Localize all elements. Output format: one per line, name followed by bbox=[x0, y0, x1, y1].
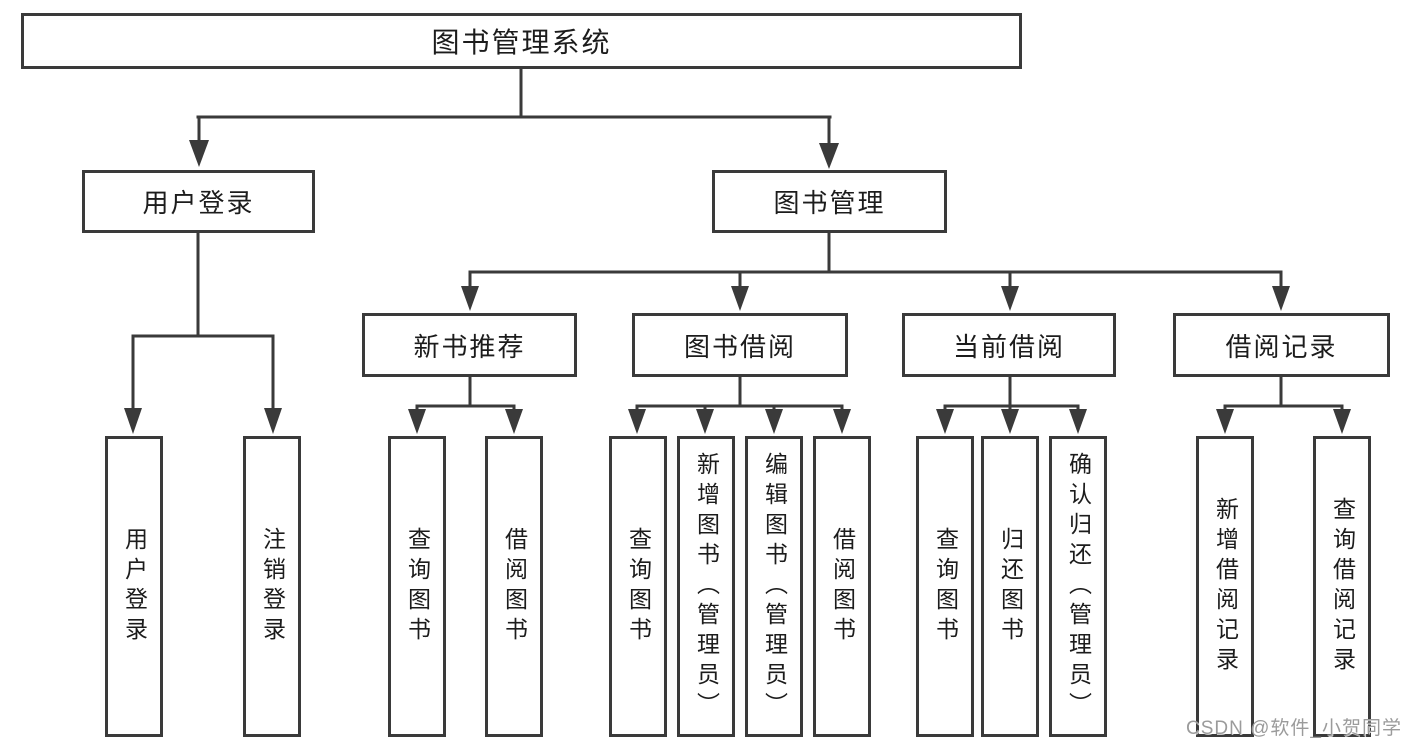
connector-current-to-leaves bbox=[943, 375, 1080, 412]
node-new-book-recommendation: 新书推荐 bbox=[362, 313, 577, 377]
node-label: 归还图书 bbox=[997, 526, 1024, 647]
node-label: 新书推荐 bbox=[413, 331, 526, 362]
arrowhead bbox=[936, 409, 954, 434]
leaf-add-borrow-record: 新增借阅记录 bbox=[1196, 436, 1254, 737]
leaf-edit-books-admin: 编辑图书（管理员） bbox=[745, 436, 803, 737]
node-label: 查询借阅记录 bbox=[1329, 496, 1356, 677]
arrowhead bbox=[1069, 409, 1087, 434]
node-book-borrowing: 图书借阅 bbox=[632, 313, 848, 377]
node-label: 借阅记录 bbox=[1225, 331, 1338, 362]
node-label: 确认归还（管理员） bbox=[1065, 451, 1092, 722]
csdn-watermark: CSDN @软件_小贺同学 bbox=[1186, 718, 1402, 739]
node-library-management-system: 图书管理系统 bbox=[21, 13, 1022, 69]
node-label: 当前借阅 bbox=[952, 331, 1065, 362]
node-label: 图书管理系统 bbox=[431, 27, 612, 58]
leaf-logout: 注销登录 bbox=[243, 436, 301, 737]
node-label: 查询图书 bbox=[404, 526, 431, 647]
node-label: 新增借阅记录 bbox=[1212, 496, 1239, 677]
arrowhead bbox=[1001, 286, 1019, 311]
arrowhead bbox=[1272, 286, 1290, 311]
node-borrowing-records: 借阅记录 bbox=[1173, 313, 1390, 377]
connector-root-to-level2 bbox=[196, 67, 832, 147]
arrowhead bbox=[505, 409, 523, 434]
leaf-borrow-books-recommend: 借阅图书 bbox=[485, 436, 543, 737]
connector-borrow-to-leaves bbox=[635, 375, 844, 412]
connector-records-to-leaves bbox=[1223, 375, 1344, 412]
node-user-login: 用户登录 bbox=[82, 170, 315, 233]
arrowhead bbox=[696, 409, 714, 434]
node-label: 新增图书（管理员） bbox=[693, 451, 720, 722]
node-label: 借阅图书 bbox=[501, 526, 528, 647]
node-label: 图书管理 bbox=[773, 188, 886, 218]
arrowhead bbox=[1216, 409, 1234, 434]
leaf-confirm-return-admin: 确认归还（管理员） bbox=[1049, 436, 1107, 737]
node-label: 编辑图书（管理员） bbox=[761, 451, 788, 722]
arrowhead bbox=[264, 408, 282, 434]
node-label: 用户登录 bbox=[142, 188, 255, 218]
leaf-query-books-current: 查询图书 bbox=[916, 436, 974, 737]
arrowheads bbox=[124, 140, 1351, 434]
arrowhead bbox=[124, 408, 142, 434]
connector-userlogin-to-leaves bbox=[131, 231, 275, 411]
leaf-query-borrow-record: 查询借阅记录 bbox=[1313, 436, 1371, 737]
arrowhead bbox=[408, 409, 426, 434]
connector-bookmgmt-to-level3 bbox=[468, 231, 1283, 289]
arrowhead bbox=[628, 409, 646, 434]
arrowhead bbox=[819, 143, 839, 169]
arrowhead bbox=[1001, 409, 1019, 434]
arrowhead bbox=[833, 409, 851, 434]
leaf-query-books-borrow: 查询图书 bbox=[609, 436, 667, 737]
leaf-borrow-books: 借阅图书 bbox=[813, 436, 871, 737]
arrowhead bbox=[765, 409, 783, 434]
connector-newbook-to-leaves bbox=[415, 375, 516, 412]
leaf-user-login: 用户登录 bbox=[105, 436, 163, 737]
arrowhead bbox=[189, 140, 209, 167]
arrowhead bbox=[731, 286, 749, 311]
node-label: 用户登录 bbox=[121, 526, 148, 647]
leaf-query-books-recommend: 查询图书 bbox=[388, 436, 446, 737]
node-label: 注销登录 bbox=[259, 526, 286, 647]
node-label: 借阅图书 bbox=[829, 526, 856, 647]
arrowhead bbox=[1333, 409, 1351, 434]
node-label: 查询图书 bbox=[625, 526, 652, 647]
arrowhead bbox=[461, 286, 479, 311]
node-current-borrowing: 当前借阅 bbox=[902, 313, 1116, 377]
leaf-add-books-admin: 新增图书（管理员） bbox=[677, 436, 735, 737]
leaf-return-books: 归还图书 bbox=[981, 436, 1039, 737]
node-label: 图书借阅 bbox=[683, 331, 796, 362]
node-book-management: 图书管理 bbox=[712, 170, 947, 233]
node-label: 查询图书 bbox=[932, 526, 959, 647]
